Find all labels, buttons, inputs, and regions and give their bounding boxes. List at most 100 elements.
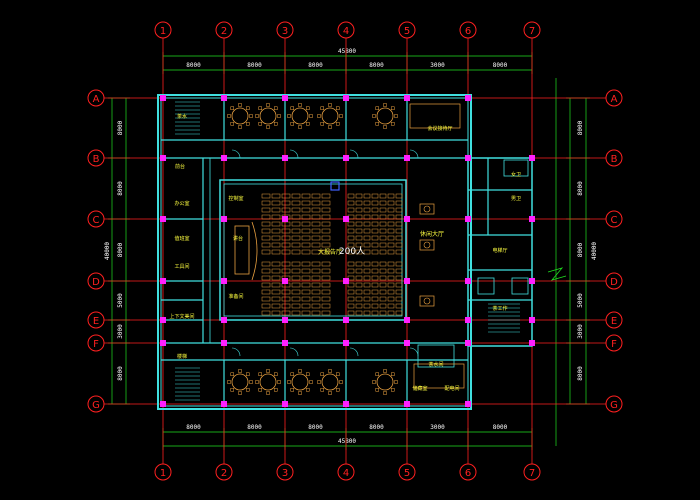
axis-label-row: F [611,339,617,350]
auditorium-seat [355,193,363,199]
auditorium-seat [321,268,331,274]
auditorium-seat [321,289,331,295]
dimension-total-left: 40000 [104,242,111,260]
auditorium-seat [281,310,291,316]
auditorium-seat [379,242,387,248]
auditorium-seat [311,275,321,281]
auditorium-seat [271,207,281,213]
auditorium-seat [347,296,355,302]
dimension-segment-bottom: 3000 [430,424,445,431]
auditorium-seat [363,282,371,288]
auditorium-seat [291,261,301,267]
auditorium-seat [387,214,395,220]
auditorium-seat [311,303,321,309]
dimension-total-bottom: 45800 [338,438,356,445]
structural-column [529,340,535,346]
axis-label-col: 5 [404,468,410,479]
auditorium-seat [363,193,371,199]
structural-column [465,278,471,284]
axis-bubble [605,334,623,352]
room-label-control: 控制室 [228,195,243,202]
dimension-segment-right: 3000 [577,324,584,339]
auditorium-seat [355,221,363,227]
dimension-segment-top: 8000 [247,62,262,69]
axis-label-row: D [610,277,618,288]
auditorium-seat [387,249,395,255]
chair [336,372,340,376]
axis-label-col: 2 [221,468,227,479]
auditorium-seat [301,303,311,309]
wall-rect [503,159,529,177]
dimension-segment-top: 8000 [308,62,323,69]
auditorium-seat [261,310,271,316]
structural-column [404,317,410,323]
structural-column [529,155,535,161]
auditorium-seat [387,282,395,288]
auditorium-seat [291,228,301,234]
auditorium-seat [321,193,331,199]
axis-bubble [87,89,105,107]
auditorium-seat [371,221,379,227]
auditorium-seat [379,228,387,234]
dimension-segment-bottom: 8000 [369,424,384,431]
chair [255,380,259,384]
room-label-prep: 准备间 [228,293,243,300]
dimension-total-right: 40000 [591,242,598,260]
chair [336,106,340,110]
chair [274,388,278,392]
structural-column [221,95,227,101]
auditorium-seat [379,249,387,255]
auditorium-seat [387,268,395,274]
auditorium-seat [371,193,379,199]
chair [383,125,387,129]
auditorium-seat [355,282,363,288]
auditorium-seat [281,235,291,241]
auditorium-seat [311,268,321,274]
auditorium-seat [379,261,387,267]
auditorium-seat [355,242,363,248]
auditorium-seat [371,268,379,274]
wall-rect [467,157,533,347]
chair [238,391,242,395]
auditorium-seat [261,235,271,241]
structural-column [221,216,227,222]
door-arc [289,347,299,357]
auditorium-seat [395,249,403,255]
dimension-segment-left: 5000 [117,293,124,308]
structural-column [404,401,410,407]
structural-column [160,216,166,222]
chair [274,372,278,376]
auditorium-seat [321,214,331,220]
chair [249,380,253,384]
dimension-segment-right: 8000 [577,242,584,257]
auditorium-seat [387,235,395,241]
chair [383,369,387,373]
chair [266,391,270,395]
auditorium-seat [363,242,371,248]
auditorium-seat [311,249,321,255]
structural-column [282,401,288,407]
structural-column [282,155,288,161]
lounge-table [423,297,431,305]
auditorium-seat [395,228,403,234]
auditorium-seat [271,235,281,241]
auditorium-seat [301,200,311,206]
auditorium-seat [261,221,271,227]
auditorium-seat [363,289,371,295]
axis-label-row: C [93,215,100,226]
columns [160,95,535,407]
auditorium-seat [261,214,271,220]
axis-label-col: 4 [343,468,349,479]
structural-column [221,317,227,323]
axis-bubble [87,334,105,352]
auditorium-seat [321,310,331,316]
chair [249,114,253,118]
room-label-storage: 储藏室 [412,385,427,392]
structural-column [404,340,410,346]
chair [328,391,332,395]
structural-column [343,95,349,101]
door-arc [409,347,419,357]
auditorium-seat [281,249,291,255]
auditorium-seat [395,242,403,248]
auditorium-seat [261,228,271,234]
